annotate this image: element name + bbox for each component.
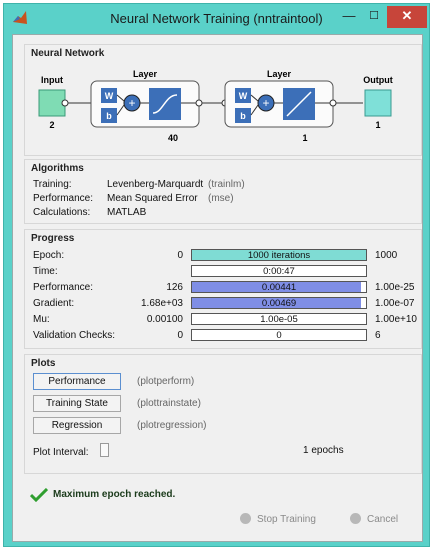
progress-bar: 1.00e-05 — [191, 313, 367, 325]
progress-row-label: Gradient: — [33, 298, 75, 309]
progress-bar-fill — [192, 298, 361, 308]
performance-code: (mse) — [208, 193, 234, 204]
input-node — [38, 89, 66, 117]
layer2-weight — [235, 88, 251, 103]
plottrainstate-label: (plottrainstate) — [137, 398, 201, 409]
neural-network-heading: Neural Network — [31, 48, 105, 59]
progress-bar-text: 0:00:47 — [263, 266, 295, 277]
progress-row-label: Time: — [33, 266, 58, 277]
title-bar: Neural Network Training (nntraintool) — … — [4, 4, 429, 34]
progress-bar: 0.00469 — [191, 297, 367, 309]
layer1-b-label: b — [106, 111, 112, 121]
progress-row-start: 1.68e+03 — [141, 298, 183, 309]
progress-bar: 1000 iterations — [191, 249, 367, 261]
input-size: 2 — [49, 120, 54, 130]
plots-heading: Plots — [31, 358, 56, 369]
layer2-bias — [235, 108, 251, 123]
cancel-button[interactable]: Cancel — [350, 513, 398, 525]
client-area: Neural Network Input 2 Layer W b + — [12, 34, 423, 542]
progress-row-label: Validation Checks: — [33, 330, 116, 341]
progress-row-start: 126 — [166, 282, 183, 293]
training-value: Levenberg-Marquardt — [107, 179, 204, 190]
progress-bar: 0.00441 — [191, 281, 367, 293]
progress-row-end: 1.00e+10 — [375, 314, 417, 325]
progress-bar-text: 1000 iterations — [247, 250, 311, 261]
svg-text:+: + — [262, 96, 269, 110]
progress-bar-fill — [192, 282, 361, 292]
progress-row-start: 0 — [177, 250, 183, 261]
plot-interval-label: Plot Interval: — [33, 447, 89, 458]
progress-row-start: 0.00100 — [146, 314, 183, 325]
output-label: Output — [363, 75, 393, 85]
plot-interval-value: 1 epochs — [303, 445, 344, 456]
training-label: Training: — [33, 179, 72, 190]
progress-bar-fill — [192, 250, 366, 260]
cancel-icon — [350, 513, 361, 524]
progress-bar-text: 0.00441 — [261, 282, 297, 293]
minimize-button[interactable]: — — [342, 8, 356, 23]
plotperform-label: (plotperform) — [137, 376, 195, 387]
performance-plot-button[interactable]: Performance — [33, 373, 121, 390]
progress-row-end: 1.00e-07 — [375, 298, 415, 309]
status-bar: Maximum epoch reached. — [24, 487, 204, 505]
layer1-weight — [101, 88, 117, 103]
progress-bar-text: 1.00e-05 — [260, 314, 298, 325]
layer1-w-label: W — [105, 91, 114, 101]
close-button[interactable]: ✕ — [387, 6, 427, 28]
layer2-w-label: W — [239, 91, 248, 101]
training-code: (trainlm) — [208, 179, 245, 190]
plots-panel: Plots Performance (plotperform) Training… — [24, 354, 422, 474]
layer2-b-label: b — [240, 111, 246, 121]
cancel-label: Cancel — [367, 514, 399, 525]
progress-bar: 0 — [191, 329, 367, 341]
calculations-label: Calculations: — [33, 207, 91, 218]
matlab-icon — [13, 11, 27, 24]
progress-heading: Progress — [31, 233, 75, 244]
plotregression-label: (plotregression) — [137, 420, 207, 431]
progress-row-label: Mu: — [33, 314, 50, 325]
layer1-bias — [101, 108, 117, 123]
window-title: Neural Network Training (nntraintool) — [110, 11, 323, 26]
layer2-label: Layer — [267, 69, 292, 79]
regression-plot-button[interactable]: Regression — [33, 417, 121, 434]
checkmark-icon — [30, 488, 48, 502]
progress-row-label: Epoch: — [33, 250, 65, 261]
performance-value: Mean Squared Error — [107, 193, 198, 204]
training-state-plot-button[interactable]: Training State — [33, 395, 121, 412]
layer1-label: Layer — [133, 69, 158, 79]
algorithms-panel: Algorithms Training: Levenberg-Marquardt… — [24, 159, 422, 224]
status-message: Maximum epoch reached. — [53, 489, 176, 500]
input-label: Input — [41, 75, 63, 85]
nntraintool-window: Neural Network Training (nntraintool) — … — [3, 3, 430, 547]
plot-interval-slider[interactable] — [100, 443, 109, 457]
algorithms-heading: Algorithms — [31, 163, 84, 174]
layer1-size: 40 — [168, 133, 178, 143]
progress-row-end: 6 — [375, 330, 381, 341]
calculations-value: MATLAB — [107, 207, 147, 218]
neural-network-panel: Neural Network Input 2 Layer W b + — [24, 44, 422, 156]
progress-row-end: 1000 — [375, 250, 398, 261]
output-node — [364, 89, 392, 117]
stop-training-label: Stop Training — [257, 514, 316, 525]
stop-training-button[interactable]: Stop Training — [240, 513, 316, 525]
svg-text:+: + — [128, 96, 135, 110]
progress-row-end: 1.00e-25 — [375, 282, 415, 293]
network-diagram: Input 2 Layer W b + 40 — [38, 69, 393, 143]
progress-row-start: 0 — [177, 330, 183, 341]
progress-bar-text: 0 — [276, 330, 282, 341]
layer2-size: 1 — [302, 133, 307, 143]
performance-label: Performance: — [33, 193, 94, 204]
stop-icon — [240, 513, 251, 524]
maximize-button[interactable]: ☐ — [369, 10, 379, 22]
progress-bar: 0:00:47 — [191, 265, 367, 277]
output-size: 1 — [375, 120, 380, 130]
progress-bar-text: 0.00469 — [261, 298, 297, 309]
progress-row-label: Performance: — [33, 282, 94, 293]
